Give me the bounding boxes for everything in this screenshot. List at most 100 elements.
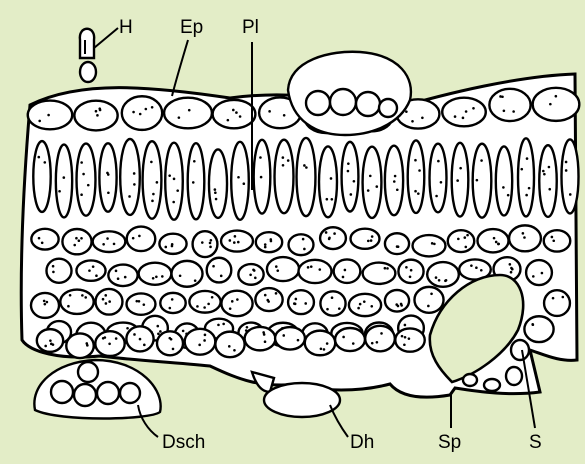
cell-dot <box>139 338 142 341</box>
cell-dot <box>254 277 257 280</box>
cell-dot <box>295 298 298 301</box>
cell-dot <box>178 116 181 119</box>
lower-epidermis-cell <box>365 326 395 351</box>
cell-dot <box>497 243 500 246</box>
cell-dot <box>105 302 108 305</box>
cell-dot <box>207 303 210 306</box>
cell-dot <box>357 307 360 310</box>
palisade-cell <box>430 144 447 213</box>
spongy-cell <box>139 263 172 285</box>
spongy-cell <box>351 229 380 249</box>
cell-dot <box>542 170 545 173</box>
cell-dot <box>229 239 232 242</box>
cell-dot <box>352 342 355 345</box>
cell-dot <box>565 161 568 164</box>
cell-dot <box>414 159 417 162</box>
spongy-cell <box>524 316 553 342</box>
cell-dot <box>133 172 136 175</box>
cell-dot <box>549 103 552 106</box>
spongy-cell <box>349 294 381 316</box>
spongy-cell <box>127 293 156 314</box>
cell-dot <box>548 166 551 169</box>
cell-dot <box>386 267 389 270</box>
cell-dot <box>204 334 207 337</box>
cell-dot <box>532 275 535 278</box>
cell-dot <box>464 246 467 249</box>
cell-dot <box>411 120 414 123</box>
cell-dot <box>164 246 167 249</box>
cell-dot <box>171 298 174 301</box>
cell-dot <box>49 339 52 342</box>
cell-dot <box>320 348 323 351</box>
cell-dot <box>528 187 531 190</box>
cell-dot <box>211 296 214 299</box>
cell-dot <box>44 345 47 348</box>
cell-dot <box>145 108 148 111</box>
cell-dot <box>232 109 235 112</box>
cell-dot <box>569 193 572 196</box>
cell-dot <box>227 119 230 122</box>
cell-dot <box>522 232 525 235</box>
cell-dot <box>408 337 411 340</box>
cell-dot <box>465 110 468 113</box>
cell-dot <box>176 189 179 192</box>
cell-dot <box>172 201 175 204</box>
cell-dot <box>350 193 353 196</box>
spongy-cell <box>334 259 361 283</box>
palisade-cell <box>363 147 382 218</box>
cell-dot <box>264 294 267 297</box>
cell-dot <box>510 267 513 270</box>
cell-dot <box>435 195 438 198</box>
spongy-cell <box>289 234 314 255</box>
cell-dot <box>217 324 220 327</box>
cell-dot <box>338 307 341 310</box>
cell-dot <box>138 300 141 303</box>
palisade-cell <box>209 149 227 217</box>
cell-dot <box>304 302 307 305</box>
cell-dot <box>229 307 232 310</box>
cell-dot <box>152 193 155 196</box>
spongy-cell <box>189 291 220 313</box>
cell-dot <box>107 191 110 194</box>
cell-dot <box>243 182 246 185</box>
cell-dot <box>124 276 127 279</box>
cell-dot <box>151 106 154 109</box>
cell-dot <box>543 173 546 176</box>
cell-dot <box>459 167 462 170</box>
spongy-cell <box>193 231 218 257</box>
epidermis-cell <box>213 100 256 128</box>
palisade-cell <box>99 143 116 211</box>
cell-dot <box>480 269 483 272</box>
cell-dot <box>63 176 66 179</box>
cell-dot <box>548 188 551 191</box>
spongy-cell <box>171 261 202 287</box>
cell-dot <box>326 198 329 201</box>
cell-dot <box>249 274 252 277</box>
cell-dot <box>421 116 424 119</box>
spongy-cell <box>385 233 409 254</box>
cell-dot <box>370 239 373 242</box>
cell-dot <box>520 168 523 171</box>
cell-dot <box>437 160 440 163</box>
cell-dot <box>75 237 78 240</box>
cell-dot <box>80 161 83 164</box>
cell-dot <box>375 185 378 188</box>
cell-dot <box>84 296 87 299</box>
cell-dot <box>376 341 379 344</box>
spongy-cell <box>127 227 156 252</box>
cell-dot <box>268 110 271 113</box>
cell-dot <box>303 164 306 167</box>
lower-epidermis-cell <box>185 329 216 355</box>
cell-dot <box>78 239 81 242</box>
cell-dot <box>353 180 356 183</box>
gland-scale-bottom <box>34 360 160 419</box>
spongy-cell <box>320 227 346 249</box>
cell-dot <box>92 265 95 268</box>
cell-dot <box>380 332 383 335</box>
palisade-cell <box>319 146 337 217</box>
cell-dot <box>532 323 535 326</box>
cell-dot <box>331 198 334 201</box>
cell-dot <box>476 179 479 182</box>
cell-dot <box>282 156 285 159</box>
palisade-cell <box>275 140 294 213</box>
